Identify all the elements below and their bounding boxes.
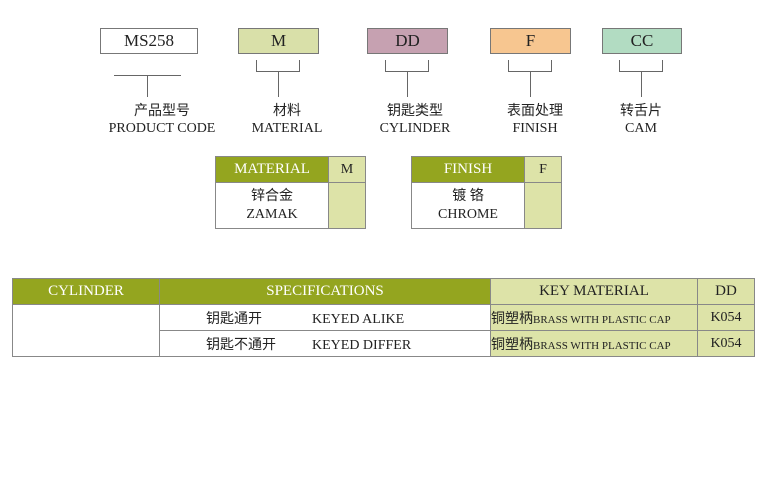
connector-line [278,72,279,97]
code-box-product: MS258 [100,28,198,54]
dd-code-cell: K054 [697,304,755,331]
bracket [256,60,300,72]
header-specifications: SPECIFICATIONS [159,278,491,305]
bracket [619,60,663,72]
header-key-material: KEY MATERIAL [490,278,698,305]
finish-code: F [524,156,562,183]
connector-line [530,72,531,97]
connector-line [641,72,642,97]
finish-header: FINISH [411,156,525,183]
material-header: MATERIAL [215,156,329,183]
header-dd: DD [697,278,755,305]
cylinder-cell [12,304,160,357]
connector-line [407,72,408,97]
header-cylinder: CYLINDER [12,278,160,305]
key-material-cell: 铜塑柄BRASS WITH PLASTIC CAP [490,304,698,331]
code-box-material: M [238,28,319,54]
bracket [385,60,429,72]
code-box-cam: CC [602,28,682,54]
key-material-cell: 铜塑柄BRASS WITH PLASTIC CAP [490,330,698,357]
material-code: M [328,156,366,183]
connector-line [147,75,148,97]
code-box-cylinder: DD [367,28,448,54]
dd-code-cell: K054 [697,330,755,357]
cylinder-table: CYLINDER SPECIFICATIONS KEY MATERIAL DD … [12,278,755,357]
code-box-finish: F [490,28,571,54]
bracket [508,60,552,72]
